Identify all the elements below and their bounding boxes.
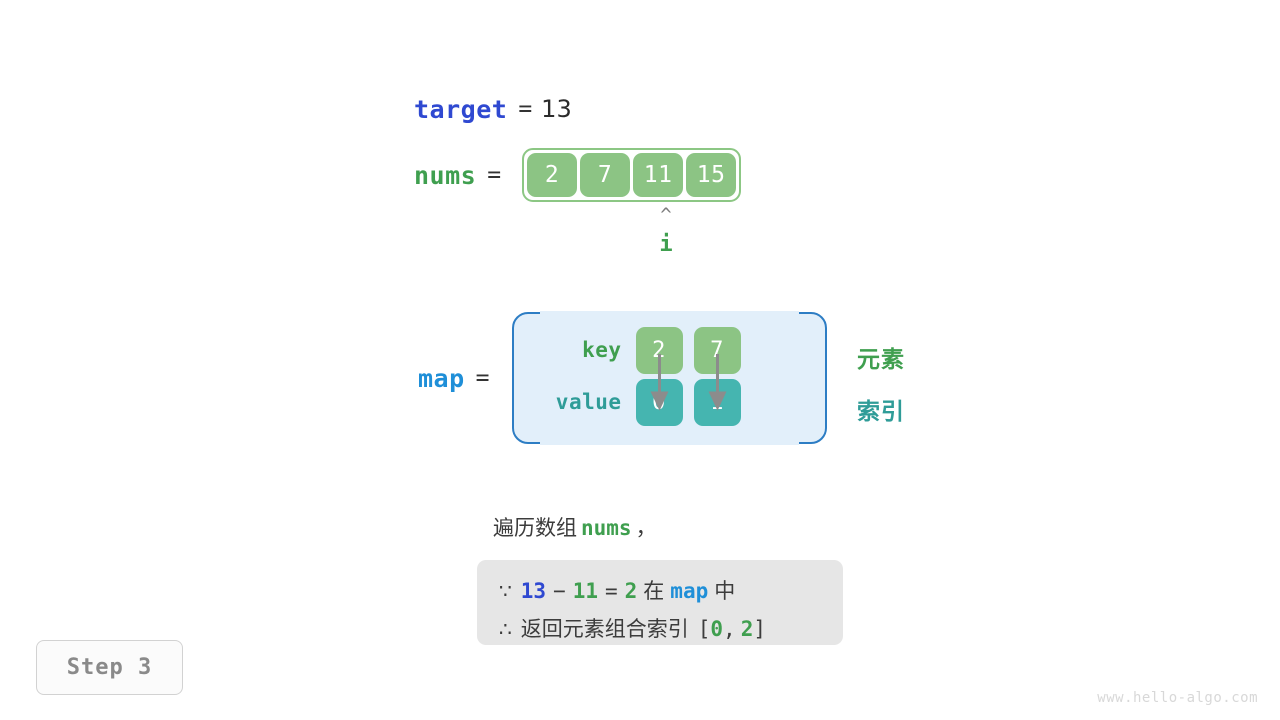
target-equals-sign: = [518,96,533,122]
array-cell: 15 [686,153,737,197]
note-result-text: 返回元素组合索引 [520,617,689,641]
note-in-text: 在 [643,579,665,603]
map-value-cell: 1 [693,378,741,426]
note-result-index-0: 0 [710,617,724,641]
caret-icon: ^ [660,204,672,226]
array-cell: 7 [580,153,631,197]
map-legend: 元素 索引 [857,312,977,440]
map-equals-sign: = [475,365,490,391]
index-pointer-group: ^ i [641,206,691,260]
watermark: www.hello-algo.com [1097,690,1258,706]
note-within-text: 中 [714,579,736,603]
description-line: 遍历数组 nums ， [493,512,657,542]
note-target-value: 13 [520,579,547,603]
note-current-element: 11 [572,579,598,603]
map-value-row: value 0 1 [514,376,741,428]
map-row: map = key 2 7 value 0 1 [418,311,827,445]
step-badge: Step 3 [36,640,183,695]
map-container: key 2 7 value 0 1 [511,311,827,445]
note-minus-operator: − [553,579,566,603]
target-value: 13 [541,95,572,123]
note-map-keyword: map [670,579,709,603]
map-key-cell: 2 [635,326,683,374]
step-badge-label: Step 3 [66,655,153,680]
map-key-cell: 7 [693,326,741,374]
note-line-1: ∵ 13 − 11 = 2 在 map 中 [499,572,821,610]
note-result-index-1: 2 [740,617,754,641]
array-cell: 2 [527,153,578,197]
nums-equals-sign: = [487,162,502,188]
description-code-nums: nums [581,516,632,540]
note-bracket-open: [ [697,617,711,641]
target-row: target = 13 [414,92,572,126]
map-variable-name: map [418,363,465,393]
therefore-symbol: ∴ [499,617,512,641]
note-line-2: ∴ 返回元素组合索引 [ 0 , 2 ] [499,610,821,648]
note-box: ∵ 13 − 11 = 2 在 map 中 ∴ 返回元素组合索引 [ 0 , 2… [477,560,843,645]
map-value-cells: 0 1 [635,378,741,426]
note-complement-value: 2 [624,579,638,603]
note-comma: , [723,617,736,641]
legend-element-label: 元素 [857,347,905,373]
map-key-label: key [582,338,622,362]
nums-variable-name: nums [414,160,477,190]
pointer-label-i: i [659,232,673,257]
map-value-cell: 0 [635,378,683,426]
target-variable-name: target [414,94,508,124]
map-value-label: value [555,390,622,414]
map-key-row: key 2 7 [514,324,741,376]
array-cell: 11 [633,153,684,197]
description-suffix: ， [635,516,657,540]
because-symbol: ∵ [499,579,512,603]
nums-row: nums = 2 7 11 15 [414,148,742,202]
note-equals-operator: = [604,579,618,603]
legend-index-label: 索引 [857,399,905,425]
map-key-cells: 2 7 [635,326,741,374]
nums-array-container: 2 7 11 15 [522,148,742,202]
description-prefix: 遍历数组 [493,516,577,540]
note-bracket-close: ] [753,617,767,641]
